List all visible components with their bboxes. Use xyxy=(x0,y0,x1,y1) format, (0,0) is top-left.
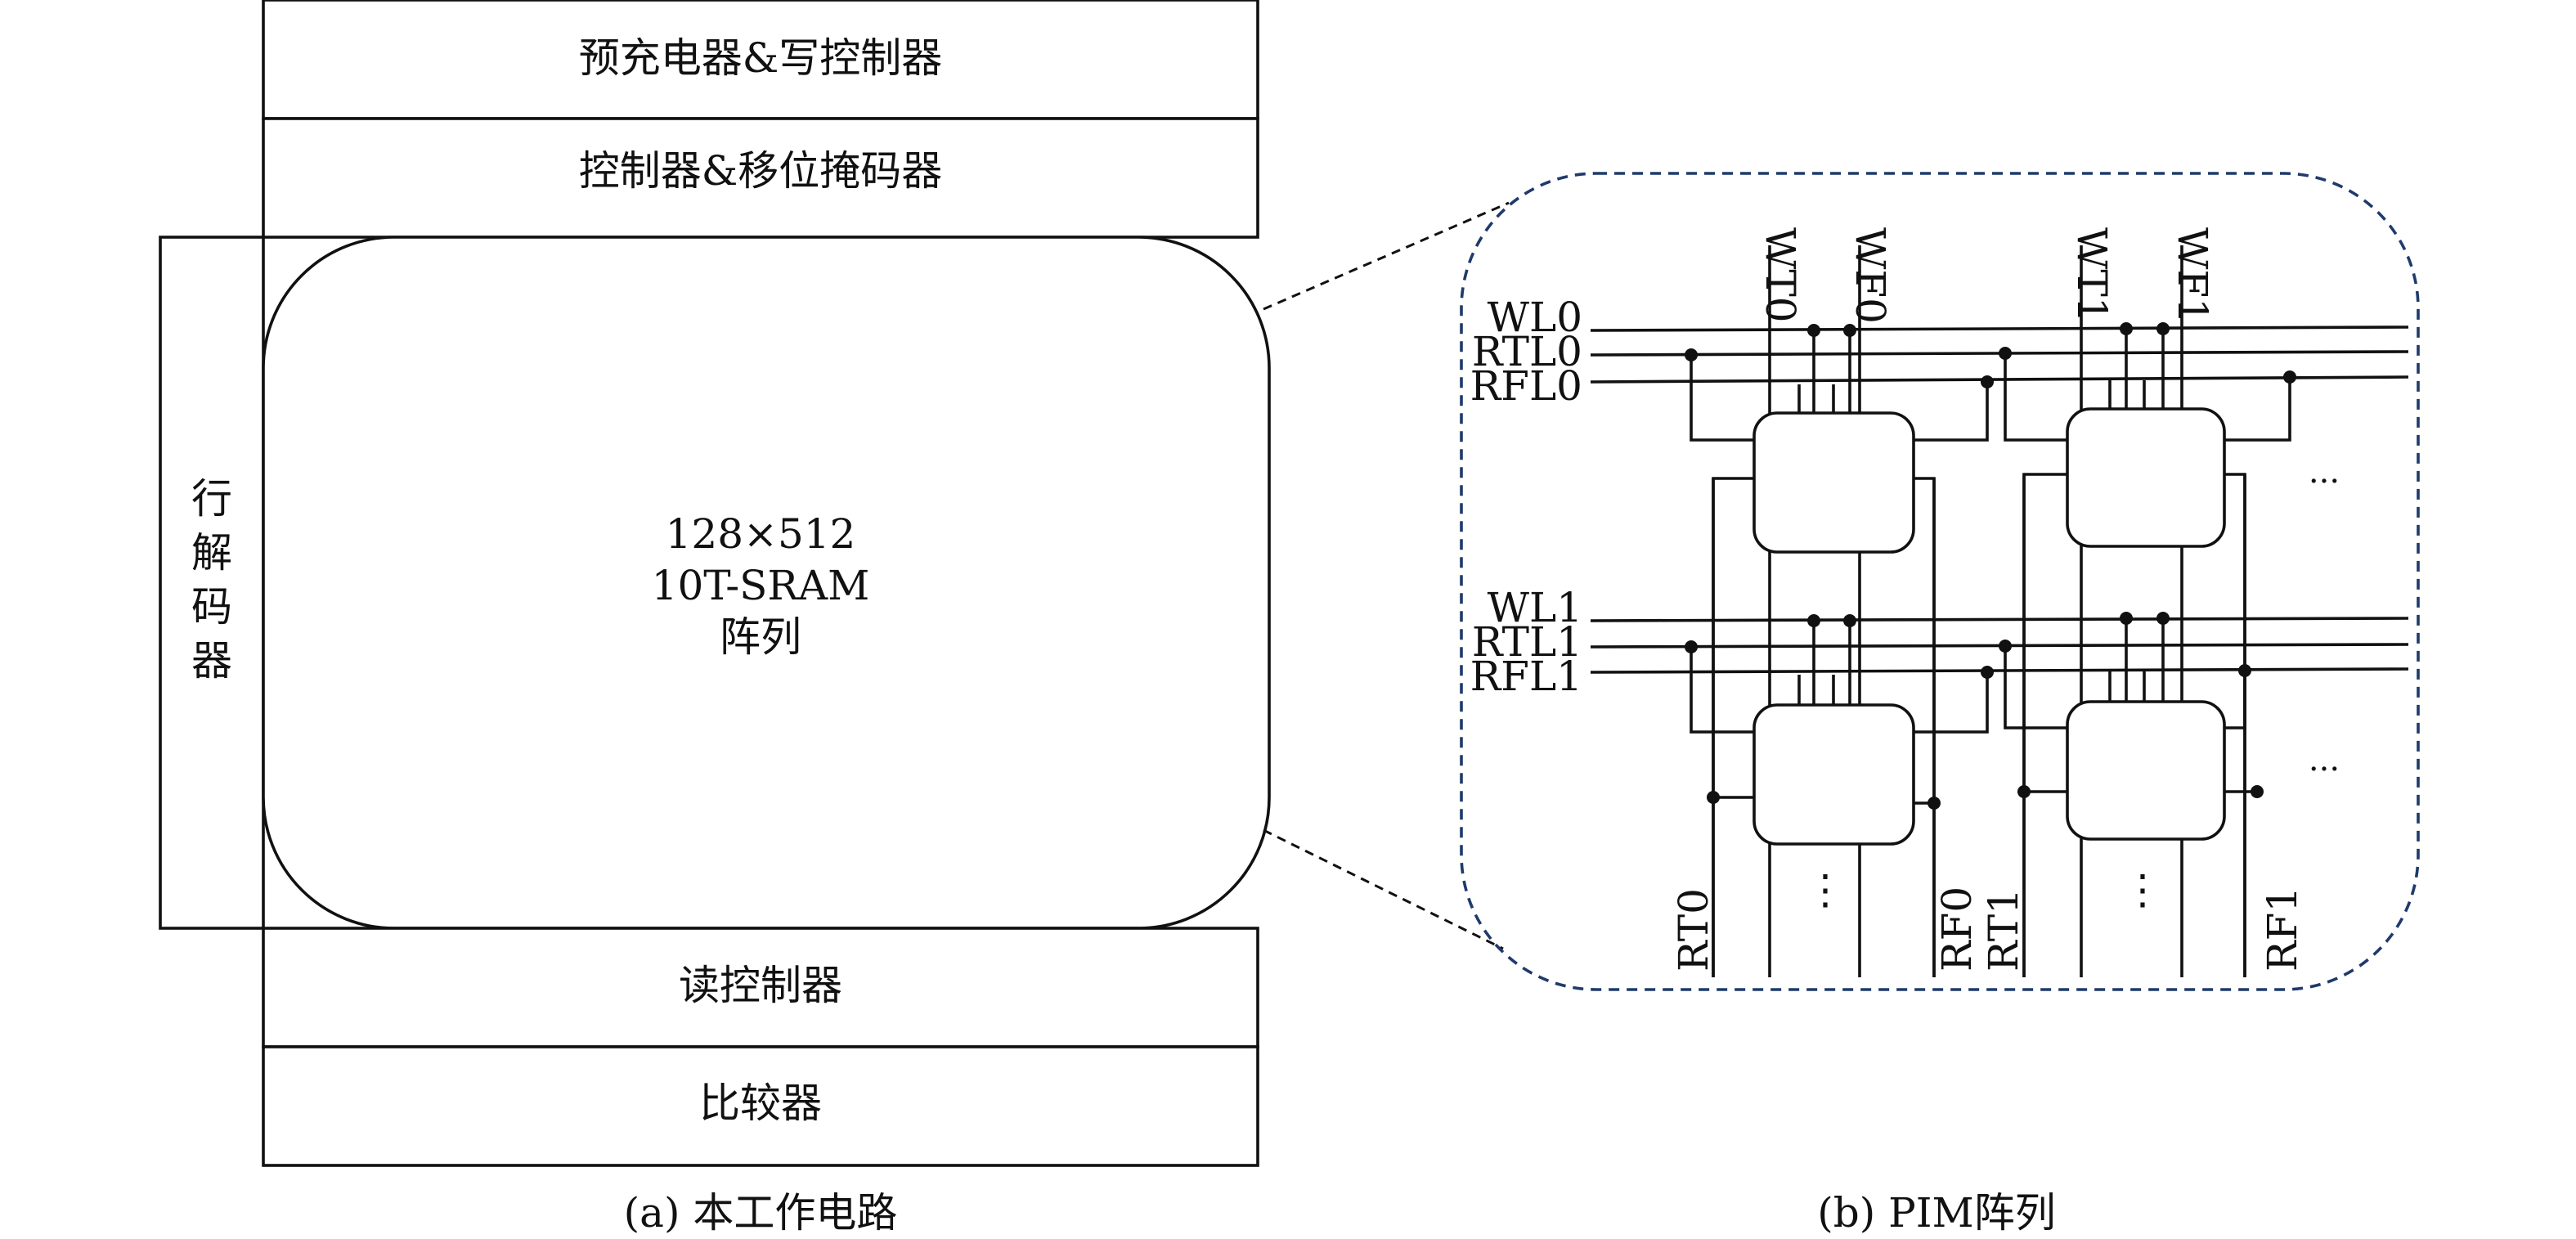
wordline-wl0 xyxy=(1590,325,2409,332)
wordline-label-rfl0: RFL0 xyxy=(1470,362,1582,410)
junction-dot xyxy=(1843,614,1856,627)
bitline-label-wf0: WF0 xyxy=(1847,227,1894,324)
junction-dot xyxy=(2238,664,2251,677)
rt0-top-segment xyxy=(1712,477,1754,977)
array-name-label: 阵列 xyxy=(720,613,801,661)
junction-dot xyxy=(1843,324,1856,337)
cell00-rtl-link xyxy=(1690,355,1754,442)
array-type-label: 10T-SRAM xyxy=(652,562,870,609)
precharge-write-label: 预充电器&写控制器 xyxy=(579,34,943,82)
bitline-label-wf1: WF1 xyxy=(2169,227,2216,324)
wordline-label-rfl1: RFL1 xyxy=(1470,653,1582,700)
read-controller-label: 读控制器 xyxy=(679,962,842,1009)
junction-dot xyxy=(2156,612,2170,625)
cell01-rtl-link xyxy=(2004,353,2067,442)
wordline-label-wl0: WL0 xyxy=(1488,294,1582,341)
zoom-line-bottom xyxy=(1263,828,1504,950)
row-decoder-char-2: 解 xyxy=(191,529,232,577)
precharge-write-block xyxy=(262,0,1259,120)
junction-dot xyxy=(1807,324,1820,337)
junction-dot xyxy=(1685,640,1698,653)
junction-dot xyxy=(1685,348,1698,361)
bitline-label-wt1: WT1 xyxy=(2068,227,2116,323)
controller-shift-mask-block xyxy=(262,117,1259,239)
junction-dot xyxy=(2120,612,2133,625)
junction-dot xyxy=(2283,370,2296,384)
wordline-label-wl1: WL1 xyxy=(1488,584,1582,631)
junction-dot xyxy=(1981,375,1994,388)
ellipsis-col0: ⋮ xyxy=(1805,866,1846,914)
ellipsis-col1: ⋮ xyxy=(2122,866,2163,914)
junction-dot xyxy=(2251,785,2264,798)
bitline-label-rt0: RT0 xyxy=(1670,888,1717,972)
read-controller-block xyxy=(262,927,1259,1048)
wordline-rfl0 xyxy=(1590,375,2409,384)
wordline-label-rtl0: RTL0 xyxy=(1472,328,1582,375)
cell-1-1 xyxy=(2066,700,2226,841)
cell00-rfl-link xyxy=(1914,382,1989,442)
bitline-label-rf0: RF0 xyxy=(1933,887,1981,972)
junction-dot xyxy=(1807,614,1820,627)
cell-1-0 xyxy=(1752,703,1915,846)
caption-a: (a) 本工作电路 xyxy=(624,1189,898,1237)
junction-dot xyxy=(2156,322,2170,335)
ellipsis-row0: ... xyxy=(2309,453,2340,491)
junction-dot xyxy=(1928,797,1941,810)
cell11-rtl-link xyxy=(2004,646,2067,729)
pim-array-border xyxy=(1460,172,2420,991)
junction-dot xyxy=(1981,666,1994,679)
cell01-rfl-link xyxy=(2224,377,2291,442)
row-decoder-block xyxy=(159,236,265,930)
row-decoder-char-1: 行 xyxy=(191,475,232,523)
array-size-label: 128×512 xyxy=(666,510,856,558)
wordline-label-rtl1: RTL1 xyxy=(1472,618,1582,666)
wordline-wl1 xyxy=(1590,617,2409,622)
junction-dot xyxy=(1999,640,2012,653)
junction-dot xyxy=(2017,785,2031,798)
row-decoder-char-3: 码 xyxy=(191,583,232,631)
pim-array: WL0 RTL0 RFL0 WL1 RTL1 RFL1 xyxy=(1460,172,2420,1237)
comparator-block xyxy=(262,1045,1259,1167)
junction-dot xyxy=(1707,791,1720,804)
left-circuit: 预充电器&写控制器 控制器&移位掩码器 行 解 码 器 128×512 10T-… xyxy=(159,0,1271,1237)
controller-shift-mask-label: 控制器&移位掩码器 xyxy=(579,147,943,195)
cell-0-0 xyxy=(1752,411,1915,554)
cell10-rfl-link xyxy=(1914,672,1989,734)
cell10-rtl-link xyxy=(1690,647,1754,734)
junction-dot xyxy=(1999,347,2012,360)
ellipsis-row1: ... xyxy=(2309,741,2340,779)
wordline-rfl1 xyxy=(1590,667,2409,674)
bitline-label-rt1: RT1 xyxy=(1980,888,2027,972)
row-decoder-char-4: 器 xyxy=(191,637,232,685)
cell11-rfl-link xyxy=(2224,671,2246,729)
comparator-label: 比较器 xyxy=(699,1080,822,1127)
rt1-top-segment xyxy=(2022,473,2067,977)
bitline-label-wt0: WT0 xyxy=(1757,227,1804,323)
bitline-label-rf1: RF1 xyxy=(2259,887,2306,972)
zoom-line-top xyxy=(1263,201,1510,311)
junction-dot xyxy=(2120,322,2133,335)
caption-b: (b) PIM阵列 xyxy=(1817,1189,2056,1237)
cell-0-1 xyxy=(2066,407,2226,548)
